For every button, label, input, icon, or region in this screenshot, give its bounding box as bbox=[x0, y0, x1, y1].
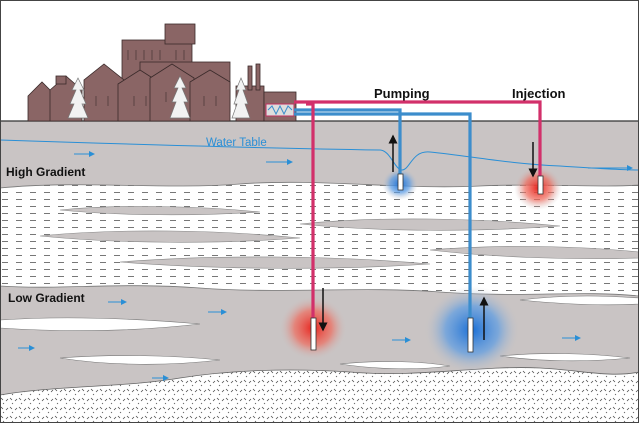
well-screens bbox=[310, 173, 544, 353]
building-complex bbox=[27, 23, 297, 122]
lens bbox=[119, 256, 431, 269]
lens bbox=[59, 206, 261, 216]
injection-pipe-shallow bbox=[294, 100, 542, 192]
lens bbox=[429, 246, 639, 260]
lens bbox=[0, 317, 201, 331]
pumping-pipe-deep bbox=[294, 112, 472, 350]
pipe-network bbox=[294, 100, 542, 350]
high-gradient-label: High Gradient bbox=[6, 165, 85, 179]
low-gradient-label: Low Gradient bbox=[8, 291, 85, 305]
water-table-line bbox=[0, 139, 639, 171]
injection-label: Injection bbox=[512, 86, 566, 101]
lens bbox=[59, 355, 221, 365]
groundwater-flow-arrows bbox=[18, 151, 633, 381]
water-table-label: Water Table bbox=[206, 137, 267, 149]
lens bbox=[299, 218, 561, 231]
injection-pipe-deep bbox=[306, 102, 315, 348]
pumping-label: Pumping bbox=[374, 86, 430, 101]
lens bbox=[519, 295, 639, 306]
well-flow-arrows bbox=[318, 134, 538, 340]
pumping-pipe-shallow bbox=[294, 108, 402, 188]
building-windows bbox=[95, 50, 217, 106]
lens bbox=[499, 353, 631, 362]
lens bbox=[39, 230, 301, 243]
trees bbox=[67, 75, 251, 119]
heat-exchanger-coil bbox=[267, 104, 293, 116]
